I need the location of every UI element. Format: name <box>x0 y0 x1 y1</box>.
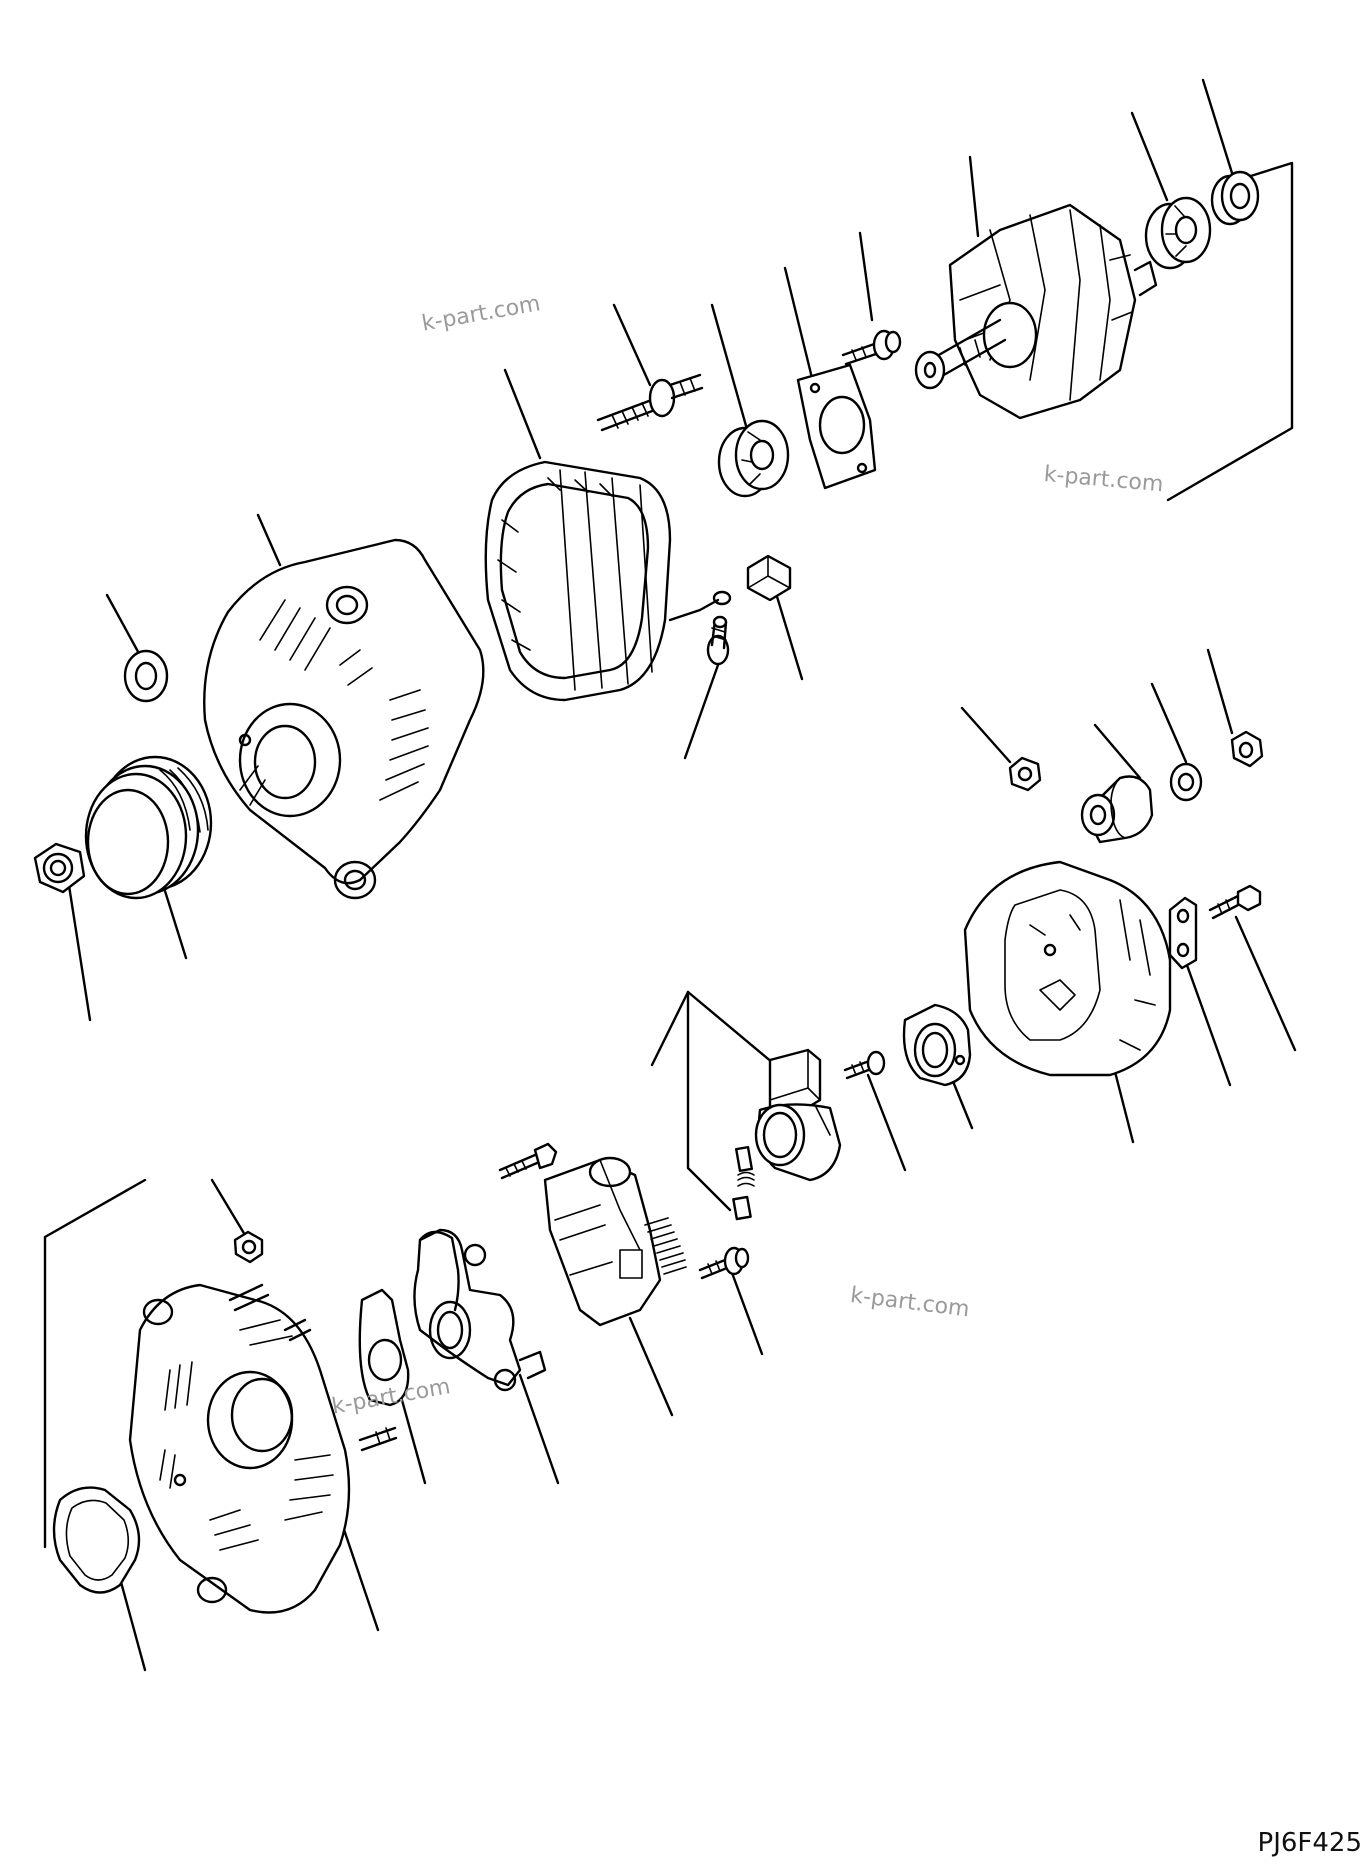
front-pulley <box>84 755 213 900</box>
stator-terminal-screw <box>706 615 730 666</box>
terminal-insulator <box>746 554 792 602</box>
front-pulley-nut <box>33 842 86 894</box>
front-housing <box>203 538 485 900</box>
bearing-retainer-plate <box>796 363 877 490</box>
retainer-screw <box>841 329 902 366</box>
rear-housing-seal <box>52 1486 141 1594</box>
rear-housing-nut <box>233 1230 264 1264</box>
regulator-screw <box>698 1246 750 1280</box>
terminal-lock-nut <box>1230 730 1264 768</box>
front-bearing <box>717 419 790 498</box>
holder-screw <box>843 1050 886 1080</box>
rectifier-assembly <box>413 1142 558 1392</box>
terminal-nut <box>1008 756 1042 792</box>
cover-bolt <box>1208 884 1262 920</box>
cover-bracket <box>1168 896 1198 970</box>
rear-housing <box>128 1283 398 1614</box>
stator-assembly <box>484 460 732 702</box>
group-bracket-lines <box>43 161 1294 1549</box>
regulator-assembly <box>543 1156 687 1327</box>
terminal-washer <box>1169 762 1203 802</box>
rear-bearing <box>1144 196 1212 270</box>
front-collar <box>123 649 169 703</box>
b-terminal-bolt <box>1080 775 1154 844</box>
rectifier-insulator <box>358 1288 410 1407</box>
drawing-code: PJ6F425 <box>1257 1828 1362 1858</box>
rotor-assembly <box>914 203 1158 420</box>
rear-bearing-seal <box>1210 170 1260 226</box>
brush-seal <box>902 1003 972 1087</box>
through-stud <box>596 373 704 432</box>
brush-holder-assembly <box>732 1048 842 1221</box>
rear-cover <box>963 860 1172 1077</box>
